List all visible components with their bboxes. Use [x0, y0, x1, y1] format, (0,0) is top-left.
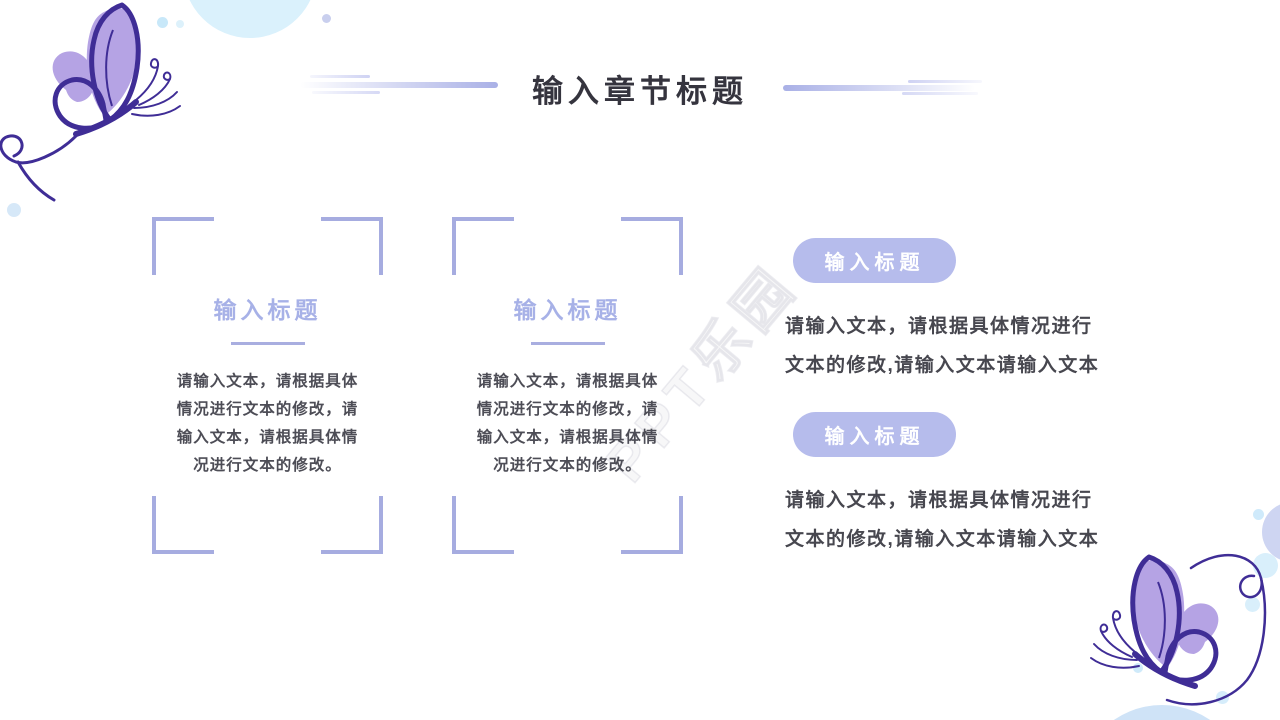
section-title-pill: 输入标题 [793, 238, 956, 283]
section-title-pill: 输入标题 [793, 412, 956, 457]
bracket-corner [621, 217, 683, 275]
body-line: 请输入文本，请根据具体 [476, 373, 659, 390]
bracket-corner [621, 496, 683, 554]
title-line-decoration [902, 92, 978, 95]
body-line: 请输入文本，请根据具体情况进行 [785, 490, 1093, 511]
butterfly-icon [1090, 553, 1267, 706]
card-title-underline [230, 342, 305, 345]
bracket-corner [452, 217, 514, 275]
swirl-line [1189, 553, 1263, 599]
lavender-dot-decoration [322, 14, 331, 23]
bracket-corner [152, 496, 214, 554]
swirl-line [16, 160, 56, 202]
blue-dot-decoration [1253, 509, 1264, 520]
blue-dot-decoration [157, 17, 168, 28]
bracket-corner [321, 217, 383, 275]
body-line: 请输入文本，请根据具体情况进行 [785, 316, 1093, 337]
title-line-decoration [312, 91, 380, 94]
section-body-text: 请输入文本，请根据具体情况进行 文本的修改,请输入文本请输入文本 [785, 481, 1121, 559]
title-line-decoration [300, 82, 498, 88]
blue-dot-decoration [7, 203, 21, 217]
title-line-decoration [908, 80, 982, 83]
card-body-text: 请输入文本，请根据具体 情况进行文本的修改，请 输入文本，请根据具体情 况进行文… [158, 368, 377, 480]
body-line: 文本的修改,请输入文本请输入文本 [785, 529, 1100, 550]
body-line: 请输入文本，请根据具体 [176, 373, 359, 390]
content-card: 输入标题 请输入文本，请根据具体 情况进行文本的修改，请 输入文本，请根据具体情… [152, 217, 383, 554]
body-line: 文本的修改,请输入文本请输入文本 [785, 355, 1100, 376]
bracket-corner [452, 496, 514, 554]
lavender-circle-decoration [1262, 502, 1280, 562]
card-body-text: 请输入文本，请根据具体 情况进行文本的修改，请 输入文本，请根据具体情 况进行文… [458, 368, 677, 480]
page-title: 输入章节标题 [532, 74, 748, 109]
body-line: 输入文本，请根据具体情 [476, 429, 659, 446]
body-line: 况进行文本的修改。 [493, 457, 642, 474]
body-line: 况进行文本的修改。 [193, 457, 342, 474]
card-title: 输入标题 [213, 297, 322, 323]
bracket-corner [321, 496, 383, 554]
blue-dot-decoration [1133, 663, 1143, 673]
bracket-corner [152, 217, 214, 275]
blue-dot-decoration [1245, 597, 1260, 612]
blue-dot-decoration [176, 20, 184, 28]
content-card: 输入标题 请输入文本，请根据具体 情况进行文本的修改，请 输入文本，请根据具体情… [452, 217, 683, 554]
blue-circle-decoration [1253, 553, 1278, 578]
card-title: 输入标题 [513, 297, 622, 323]
body-line: 情况进行文本的修改，请 [476, 401, 659, 418]
title-line-decoration [783, 85, 975, 91]
section-body-text: 请输入文本，请根据具体情况进行 文本的修改,请输入文本请输入文本 [785, 307, 1121, 385]
body-line: 情况进行文本的修改，请 [176, 401, 359, 418]
body-line: 输入文本，请根据具体情 [176, 429, 359, 446]
card-title-underline [530, 342, 605, 345]
swirl-line [1165, 576, 1267, 706]
butterfly-icon [0, 2, 181, 202]
title-line-decoration [310, 75, 370, 78]
swirl-line [0, 134, 78, 165]
